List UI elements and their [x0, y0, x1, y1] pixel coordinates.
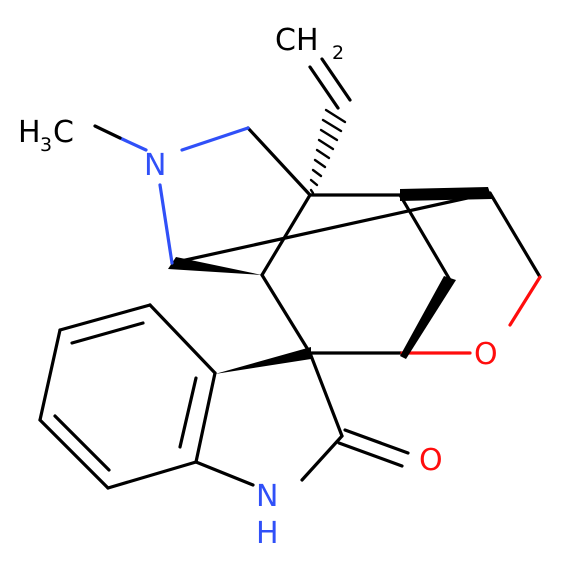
benzene-ring [38, 303, 217, 490]
methylene-label-subscript: 2 [332, 42, 344, 64]
lactam-ring [194, 347, 410, 487]
lactam-hydrogen-label: H [256, 516, 279, 551]
amine-nitrogen-label: N [144, 148, 166, 183]
atom-labels: H 3 C CH 2 N O O N H [18, 23, 498, 551]
lactam-nitrogen-label: N [256, 479, 278, 514]
wedge-bond [168, 257, 262, 275]
ether-oxygen-label: O [474, 337, 498, 372]
hashed-wedge-bond [309, 108, 347, 195]
vinyl-group [308, 57, 352, 110]
methyl-label-c: C [53, 115, 74, 150]
carbonyl-oxygen-label: O [419, 443, 443, 478]
methylene-label: CH [275, 23, 319, 58]
pyrrolidine-ring [93, 124, 312, 265]
methyl-label-h: H [18, 115, 41, 150]
wedge-bond [400, 187, 492, 201]
wedge-bond [215, 347, 311, 374]
cage-skeleton [168, 187, 542, 359]
methyl-label-subscript: 3 [40, 134, 52, 156]
wedge-bond [400, 276, 456, 359]
